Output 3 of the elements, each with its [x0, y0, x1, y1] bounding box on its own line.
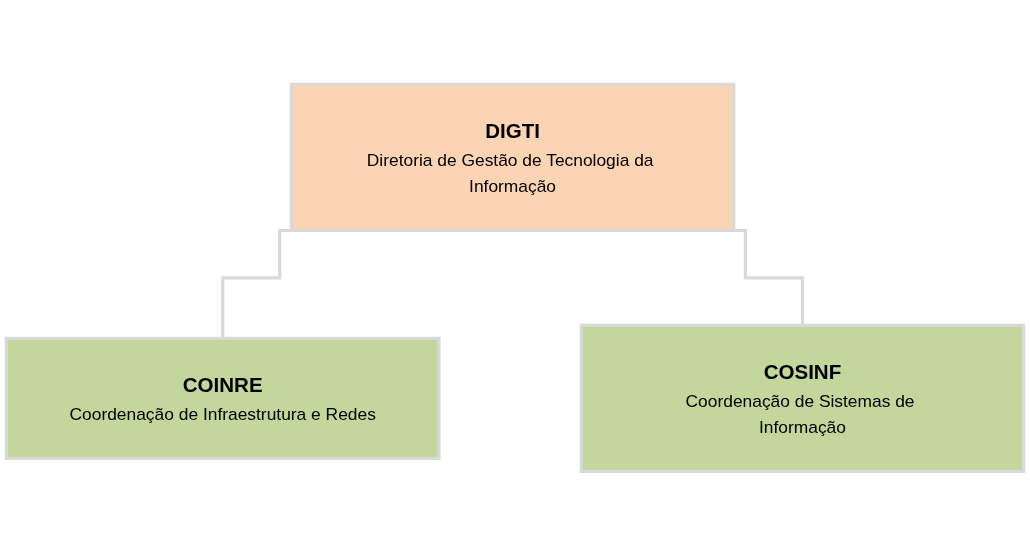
- node-box: [579, 323, 1026, 474]
- node-box: [289, 82, 736, 233]
- node-box: [4, 336, 441, 461]
